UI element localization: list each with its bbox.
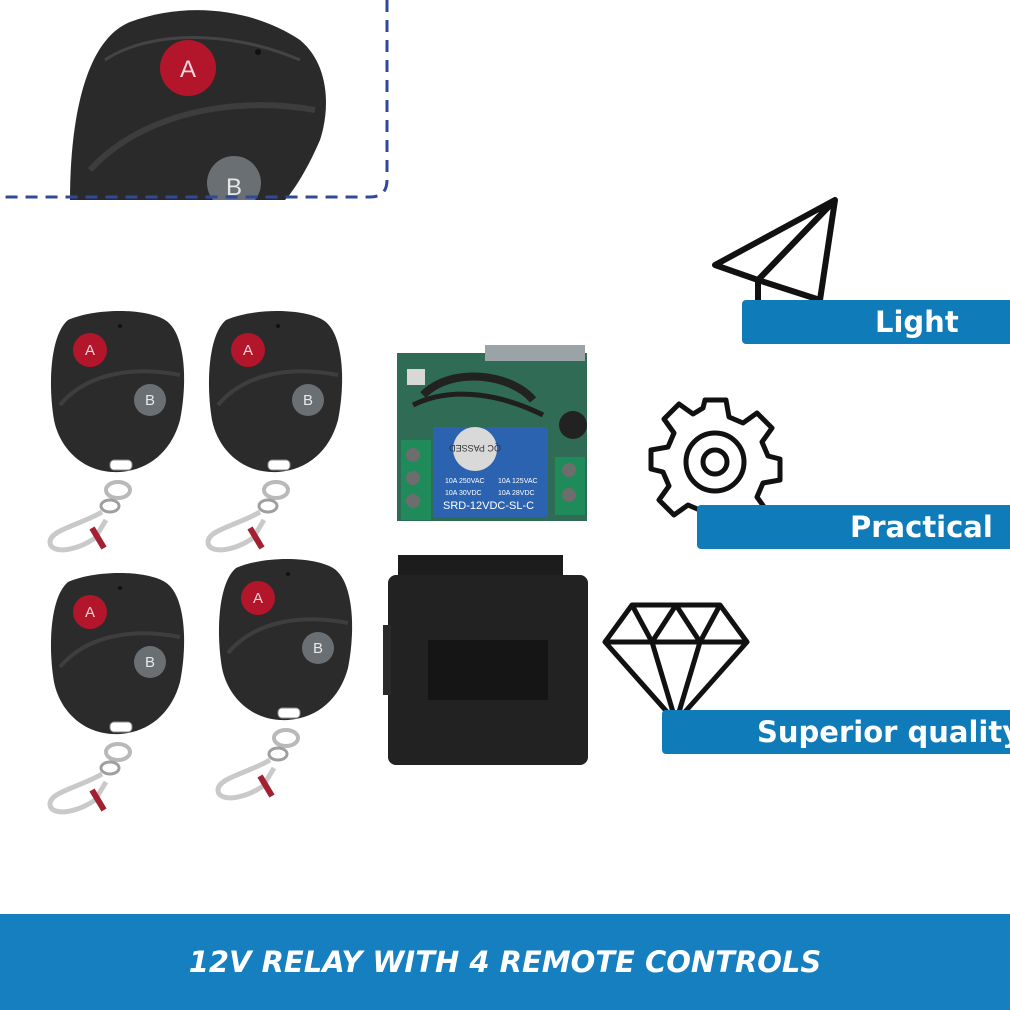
remote-4-button-b: B: [313, 640, 323, 657]
feature-bar-superior-quality: [662, 710, 1010, 754]
relay-model-label: SRD-12VDC-SL-C: [443, 500, 534, 512]
remote-2-button-a: A: [243, 342, 253, 359]
diamond-icon: [602, 602, 750, 725]
feature-bar-practical: [697, 505, 1010, 549]
paper-plane-icon: [712, 197, 838, 313]
remote-1-button-a: A: [85, 342, 95, 359]
remote-2: A B: [208, 311, 342, 550]
remote-4-button-a: A: [253, 590, 263, 607]
qc-sticker: [453, 427, 497, 471]
relay-module-illustration: QC PASSED 10A 250VAC 10A 125VAC 10A 30VD…: [397, 345, 587, 521]
enclosure-box-illustration: [383, 555, 588, 765]
feature-label-light: Light: [875, 305, 959, 339]
remote-4: A B: [218, 559, 352, 798]
relay-rating-2: 10A 125VAC: [498, 478, 538, 485]
feature-bar-light: [742, 300, 1010, 344]
relay-rating-1: 10A 250VAC: [445, 478, 485, 485]
remote-3: A B: [50, 573, 184, 812]
remote-2-button-b: B: [303, 392, 313, 409]
relay-rating-4: 10A 28VDC: [498, 490, 535, 497]
zoom-detail-panel: A B: [0, 0, 390, 210]
remotes-illustration: A B A B A B A B: [40, 310, 380, 820]
remote-3-button-b: B: [145, 654, 155, 671]
zoom-button-a-label: A: [180, 56, 196, 83]
zoom-button-b-label: B: [226, 174, 242, 200]
qc-sticker-text: QC PASSED: [449, 443, 501, 453]
feature-label-superior-quality: Superior quality: [757, 715, 1010, 749]
relay-rating-3: 10A 30VDC: [445, 490, 482, 497]
remote-1: A B: [50, 311, 184, 550]
enclosure-label-area: [428, 640, 548, 700]
remote-1-button-b: B: [145, 392, 155, 409]
bottom-banner: 12V RELAY WITH 4 REMOTE CONTROLS: [0, 914, 1010, 1010]
remote-3-button-a: A: [85, 604, 95, 621]
banner-title: 12V RELAY WITH 4 REMOTE CONTROLS: [188, 945, 822, 979]
feature-label-practical: Practical: [850, 510, 993, 544]
zoom-remote-illustration: A B: [0, 0, 389, 210]
